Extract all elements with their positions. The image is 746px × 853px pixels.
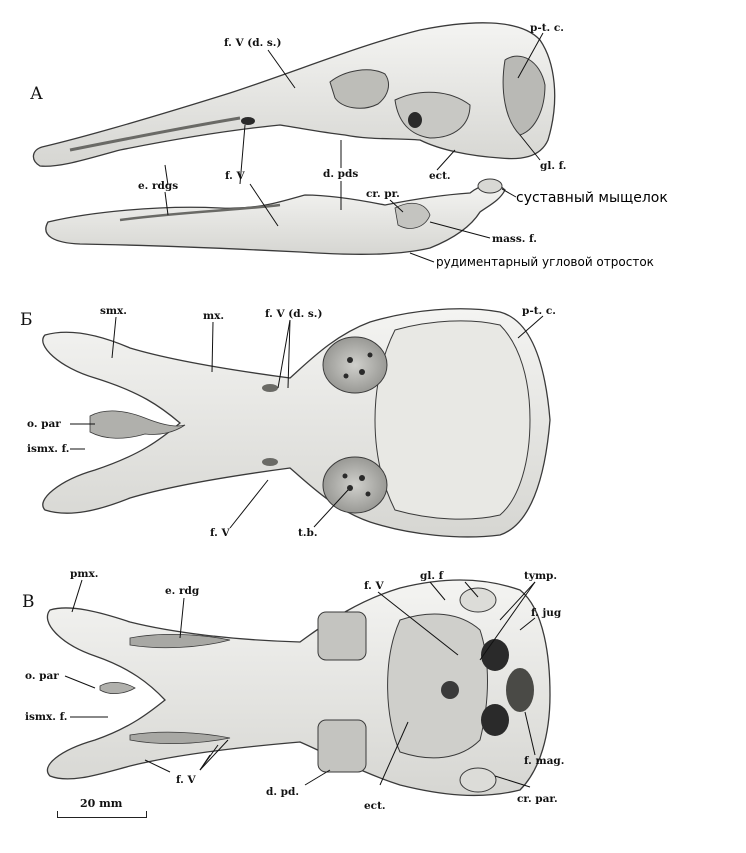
- label-glf-a: gl. f.: [540, 160, 567, 172]
- panel-label-b: Б: [20, 310, 33, 330]
- label-fv-b: f. V: [210, 527, 230, 539]
- label-ect-c: ect.: [364, 800, 386, 812]
- label-ismx-c: ismx. f.: [25, 711, 68, 723]
- label-ect-a: ect.: [429, 170, 451, 182]
- label-fmag: f. mag.: [524, 755, 565, 767]
- dorsal-skull: [42, 308, 551, 538]
- label-tb: t.b.: [298, 527, 318, 539]
- label-d-pds: d. pds: [323, 168, 359, 180]
- label-crpar: cr. par.: [517, 793, 558, 805]
- label-condyle: суставный мыщелок: [516, 190, 668, 206]
- lateral-skull: [32, 22, 556, 255]
- leaders-a: [164, 32, 544, 263]
- label-glf-c: gl. f: [420, 570, 444, 582]
- leaders-b: [70, 315, 544, 529]
- panel-label-c: В: [22, 592, 35, 612]
- label-fv-c: f. V: [176, 774, 196, 786]
- label-angular-process: рудиментарный угловой отросток: [436, 255, 654, 269]
- label-d-pd: d. pd.: [266, 786, 299, 798]
- label-ptc-b: p-t. c.: [522, 305, 556, 317]
- label-ptc-a: p-t. c.: [530, 22, 564, 34]
- label-tymp: tymp.: [524, 570, 558, 582]
- label-fv-c-top: f. V: [364, 580, 384, 592]
- panel-label-a: А: [30, 84, 43, 104]
- label-o-par-b: o. par: [27, 418, 61, 430]
- label-fjug: f. jug: [531, 607, 562, 619]
- label-ismx-b: ismx. f.: [27, 443, 70, 455]
- label-fv-ds-a: f. V (d. s.): [224, 37, 282, 49]
- scale-label: 20 mm: [80, 797, 123, 810]
- label-cr-pr: cr. pr.: [366, 188, 400, 200]
- label-fv-ds-b: f. V (d. s.): [265, 308, 323, 320]
- label-e-rdgs: e. rdgs: [138, 180, 179, 192]
- label-pmx: pmx.: [70, 568, 99, 580]
- ventral-skull: [46, 579, 551, 797]
- label-fv-a: f. V: [225, 170, 245, 182]
- label-mass-f: mass. f.: [492, 233, 537, 245]
- scale-bar: [57, 811, 147, 818]
- leaders-c: [64, 579, 536, 788]
- label-e-rdg: e. rdg: [165, 585, 200, 597]
- label-o-par-c: o. par: [25, 670, 59, 682]
- label-smx: smx.: [100, 305, 127, 317]
- label-mx: mx.: [203, 310, 225, 322]
